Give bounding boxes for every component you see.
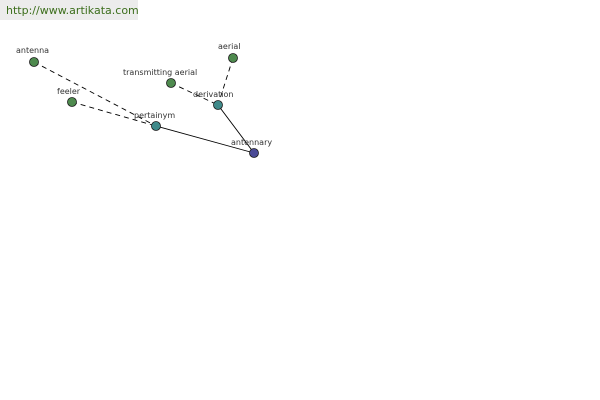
node-antennary[interactable]: antennary xyxy=(231,138,272,158)
nodes-layer: antenna feeler transmitting aerial aerial pe… xyxy=(16,42,272,158)
edge-pertainym-antennary xyxy=(155,125,255,154)
node-derivation[interactable]: derivation xyxy=(193,90,233,110)
url-bar: http://www.artikata.com xyxy=(0,0,139,20)
edge-antenna-pertainym xyxy=(33,61,157,127)
node-marker[interactable] xyxy=(151,121,161,131)
node-label: aerial xyxy=(218,42,240,51)
node-marker[interactable] xyxy=(228,53,238,63)
node-label: antenna xyxy=(16,46,49,55)
node-marker[interactable] xyxy=(166,78,176,88)
node-marker[interactable] xyxy=(213,100,223,110)
node-marker[interactable] xyxy=(29,57,39,67)
node-label: antennary xyxy=(231,138,272,147)
node-label: feeler xyxy=(57,87,81,96)
edge-feeler-pertainym xyxy=(71,101,157,127)
site-url[interactable]: http://www.artikata.com xyxy=(6,4,139,17)
node-label: pertainym xyxy=(134,111,175,120)
node-antenna[interactable]: antenna xyxy=(16,46,49,67)
node-aerial[interactable]: aerial xyxy=(218,42,240,63)
edges-layer xyxy=(33,57,255,154)
node-label: derivation xyxy=(193,90,233,99)
node-label: transmitting aerial xyxy=(123,68,197,77)
node-marker[interactable] xyxy=(67,97,77,107)
node-feeler[interactable]: feeler xyxy=(57,87,81,107)
node-pertainym[interactable]: pertainym xyxy=(134,111,175,131)
node-transmitting_aerial[interactable]: transmitting aerial xyxy=(123,68,197,88)
node-marker[interactable] xyxy=(249,148,259,158)
edge-derivation-antennary xyxy=(217,104,255,154)
